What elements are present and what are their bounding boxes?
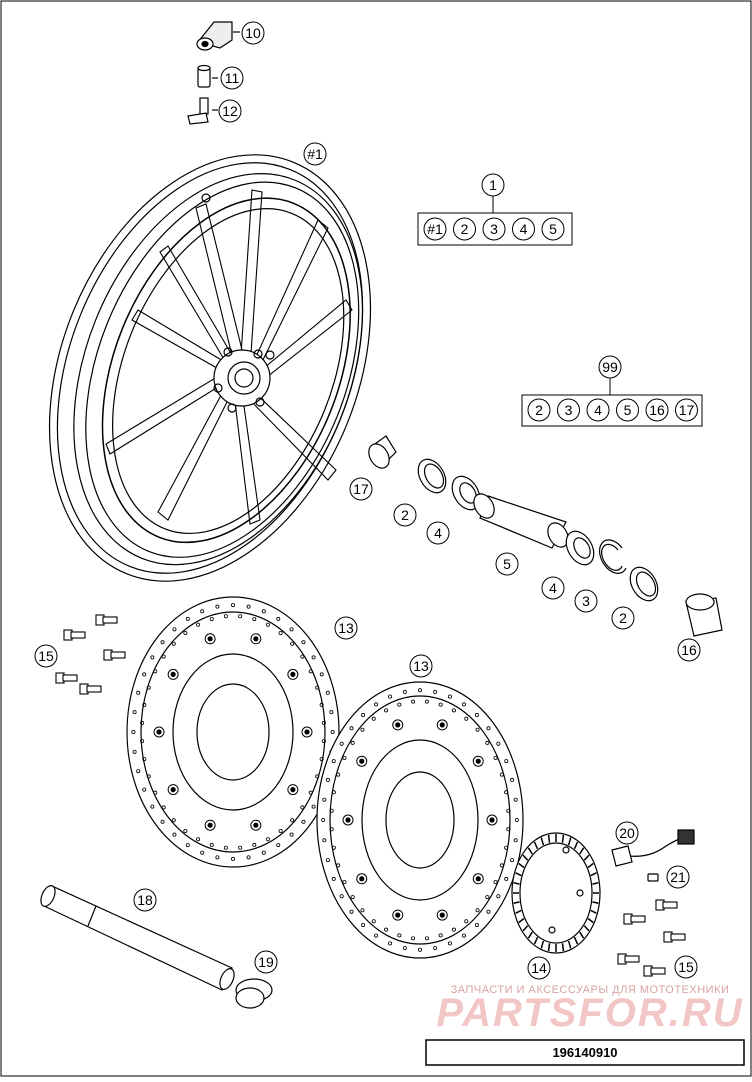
callout-label: 21 [670, 869, 686, 885]
callout-c18: 18 [133, 888, 157, 912]
callout-c4a: 4 [426, 521, 450, 545]
callout-c5: 5 [495, 552, 519, 576]
kit-item: #1 [423, 217, 447, 241]
callout-c4b: 4 [541, 576, 565, 600]
kit-item: 5 [616, 398, 639, 422]
callout-c99: 99 [598, 355, 622, 379]
callout-c16: 16 [677, 638, 701, 662]
callout-c1: 1 [481, 173, 505, 197]
kit-item: 3 [482, 217, 506, 241]
kit-item-label: 16 [649, 402, 665, 418]
kit-item-label: 2 [535, 402, 543, 418]
callout-c3: 3 [574, 589, 598, 613]
bolts-15-left [55, 614, 126, 695]
watermark-brand: PARTSFOR.RU [436, 991, 743, 1035]
kit-item: 5 [541, 217, 565, 241]
kit-item-label: 2 [461, 221, 469, 237]
valve-stem-part [187, 97, 218, 125]
axle-18 [40, 885, 235, 991]
callout-label: 12 [222, 103, 238, 119]
kit-item: 3 [557, 398, 580, 422]
kit-item: 17 [675, 398, 698, 422]
bolts-15-right [617, 899, 686, 977]
callout-label: 13 [413, 658, 429, 674]
callout-label: 13 [338, 620, 354, 636]
watermark-tagline: ЗАПЧАСТИ И АКСЕССУАРЫ ДЛЯ МОТОТЕХНИКИ [451, 984, 730, 996]
kit-item-label: 5 [624, 402, 632, 418]
kit-item: 2 [527, 398, 551, 422]
callout-label: 11 [225, 70, 240, 86]
callout-label: 14 [531, 960, 547, 976]
callout-labels: 10 11 12 #1 1 99 17 2 4 5 4 3 2 16 13 15 13 20 21 18 19 14 15 [34, 21, 701, 980]
abs-sensor-20 [611, 829, 695, 867]
bolt-21 [647, 873, 659, 882]
callout-c14: 14 [527, 956, 551, 980]
kit-item-label: 3 [490, 221, 498, 237]
kit-item-label: 4 [520, 221, 528, 237]
seal-2-right [629, 566, 659, 602]
abs-sensor-ring [511, 832, 601, 954]
callout-c13b: 13 [409, 654, 433, 678]
callout-c1w: #1 [303, 142, 327, 166]
callout-c19: 19 [254, 950, 278, 974]
callout-label: 4 [549, 580, 557, 596]
callout-label: 17 [353, 481, 369, 497]
part-number: 196140910 [552, 1045, 617, 1060]
callout-c13a: 13 [334, 616, 358, 640]
callout-label: 1 [489, 177, 497, 193]
part-number-box [425, 1039, 745, 1066]
kit-1-box: #1 2 3 4 5 [417, 196, 573, 246]
kit-99-box: 2 3 4 5 16 17 [521, 378, 703, 427]
callout-label: 3 [582, 593, 590, 609]
callout-label: 2 [401, 507, 409, 523]
brake-disc-right [316, 681, 524, 959]
valve-sleeve-part [197, 64, 218, 88]
spacer-16 [685, 593, 723, 637]
callout-c15b: 15 [674, 955, 698, 979]
kit-item-label: 5 [549, 221, 557, 237]
bearing-4-right [565, 530, 595, 566]
callout-label: 5 [503, 556, 511, 572]
callout-label: 15 [38, 648, 54, 664]
callout-label: #1 [307, 146, 323, 162]
callout-label: 2 [619, 610, 627, 626]
callout-c20: 20 [615, 821, 639, 845]
callout-c2a: 2 [393, 503, 417, 527]
callout-label: 15 [678, 959, 694, 975]
kit-item: 4 [512, 217, 535, 241]
kit-item: 4 [586, 398, 610, 422]
callout-label: 18 [137, 892, 153, 908]
bearing-4-left [451, 475, 481, 511]
callout-label: 19 [258, 954, 274, 970]
kit-item-label: 17 [679, 402, 695, 418]
callout-c12: 12 [218, 99, 242, 123]
callout-c2b: 2 [611, 606, 635, 630]
wheel-rim [48, 154, 372, 582]
spacer-sleeve-5 [473, 493, 569, 549]
spacer-17 [368, 435, 397, 470]
kit-item-label: #1 [427, 221, 443, 237]
callout-c15a: 15 [34, 644, 58, 668]
axle-nut-19 [235, 978, 273, 1009]
seal-2-left [417, 458, 447, 494]
kit-item: 2 [453, 217, 476, 241]
callout-label: 99 [602, 359, 618, 375]
callout-c21: 21 [666, 865, 690, 889]
callout-c17: 17 [349, 477, 373, 501]
callout-c10: 10 [241, 21, 265, 45]
kit-item-label: 4 [594, 402, 602, 418]
callout-label: 20 [619, 825, 635, 841]
callout-label: 10 [245, 25, 261, 41]
kit-item-label: 3 [565, 402, 573, 418]
callout-label: 16 [681, 642, 697, 658]
circlip-3 [599, 539, 627, 574]
valve-cap-part [196, 21, 240, 51]
callout-c11: 11 [220, 66, 244, 90]
callout-label: 4 [434, 525, 442, 541]
brake-disc-left [126, 596, 340, 868]
kit-item: 16 [645, 398, 669, 422]
